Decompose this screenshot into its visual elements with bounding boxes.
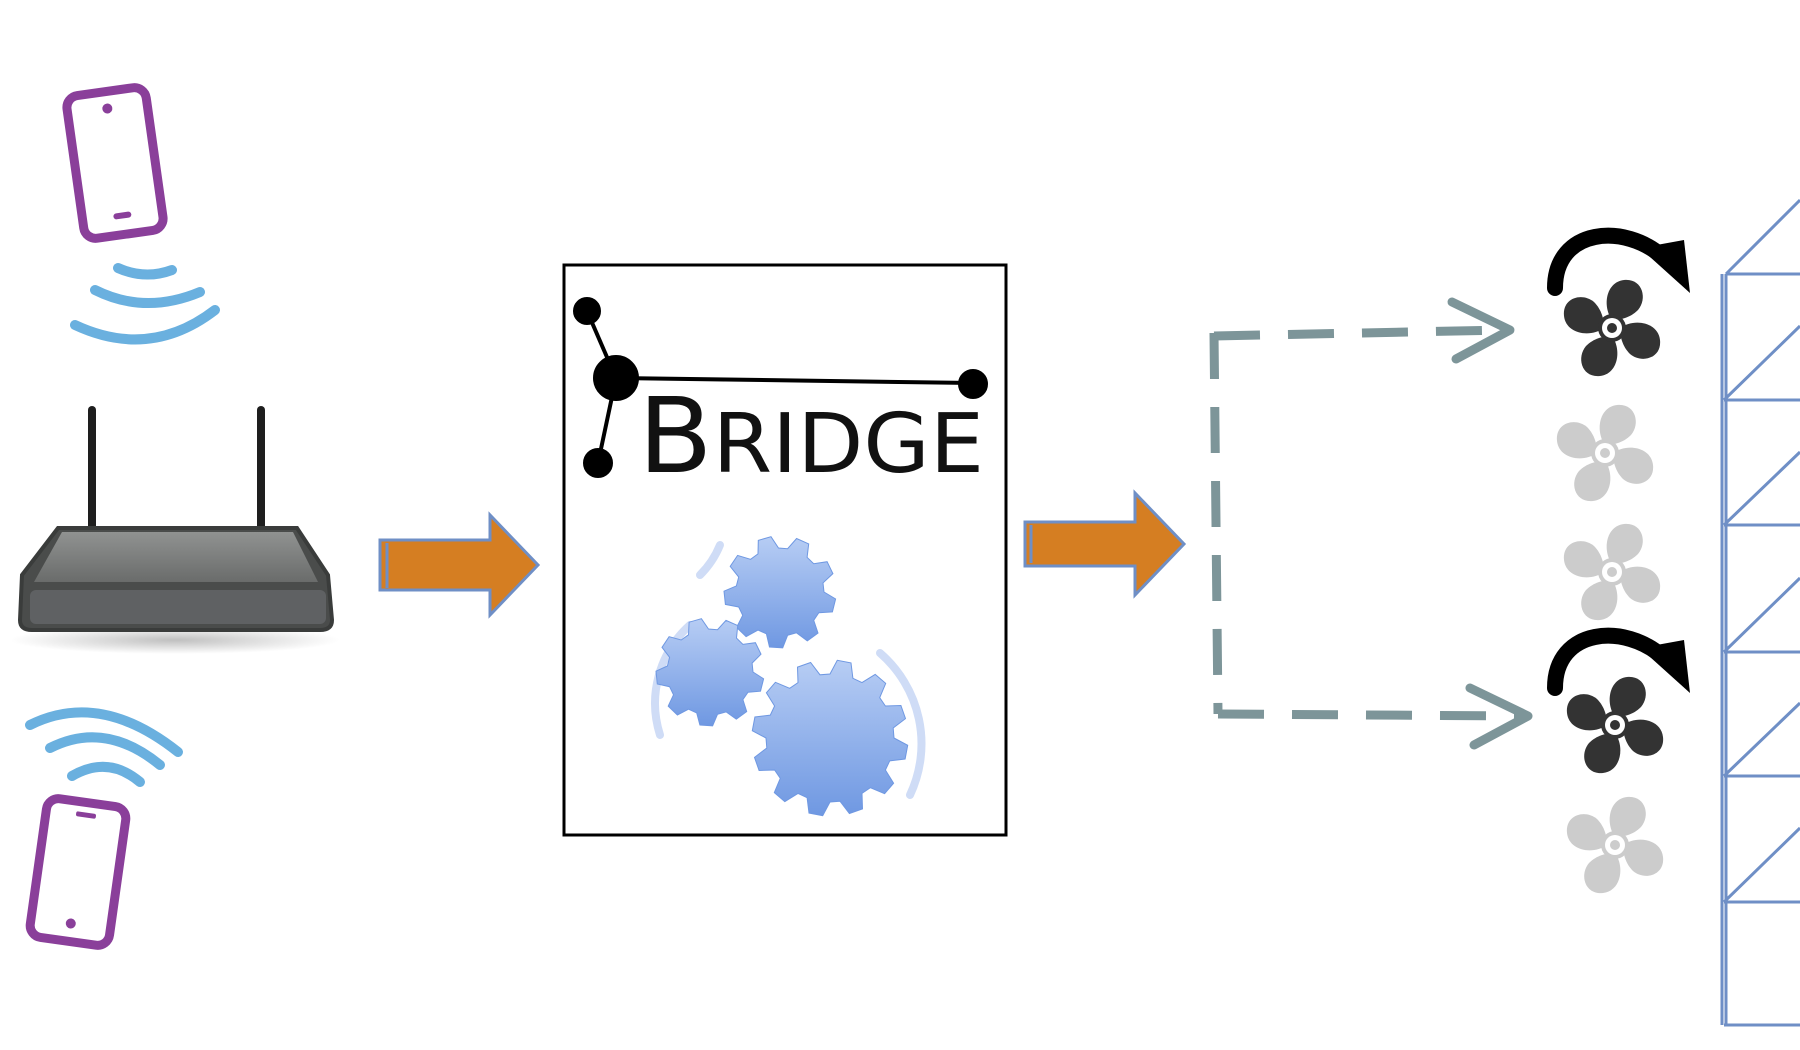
dashed-arrow-connector bbox=[1209, 297, 1533, 750]
gears-icon bbox=[651, 536, 926, 817]
fan-2-icon bbox=[1556, 404, 1654, 502]
phone-bottom-icon bbox=[25, 794, 131, 950]
bridge-logo bbox=[573, 297, 988, 478]
bridge-title-rest: RIDGE bbox=[713, 397, 984, 492]
router-icon bbox=[10, 406, 340, 654]
grid-structure bbox=[1720, 198, 1800, 1027]
fan-3-icon bbox=[1563, 523, 1661, 621]
gear-small bbox=[723, 536, 837, 649]
orange-arrow-right bbox=[1023, 489, 1187, 599]
fan-4-icon bbox=[1566, 676, 1664, 774]
wifi-top-icon bbox=[70, 263, 220, 345]
gear-large bbox=[751, 659, 909, 817]
orange-arrow-left bbox=[378, 511, 541, 619]
rotate-arrow-bottom-icon bbox=[1547, 627, 1690, 696]
fan-1-icon bbox=[1563, 279, 1661, 377]
bridge-title: BRIDGE bbox=[638, 375, 984, 497]
gear-medium bbox=[655, 618, 765, 727]
rotate-arrow-top-icon bbox=[1547, 227, 1690, 296]
bridge-title-initial: B bbox=[638, 375, 713, 497]
phone-top-icon bbox=[62, 83, 168, 243]
fan-5-icon bbox=[1566, 796, 1664, 894]
wifi-bottom-icon bbox=[25, 707, 183, 787]
